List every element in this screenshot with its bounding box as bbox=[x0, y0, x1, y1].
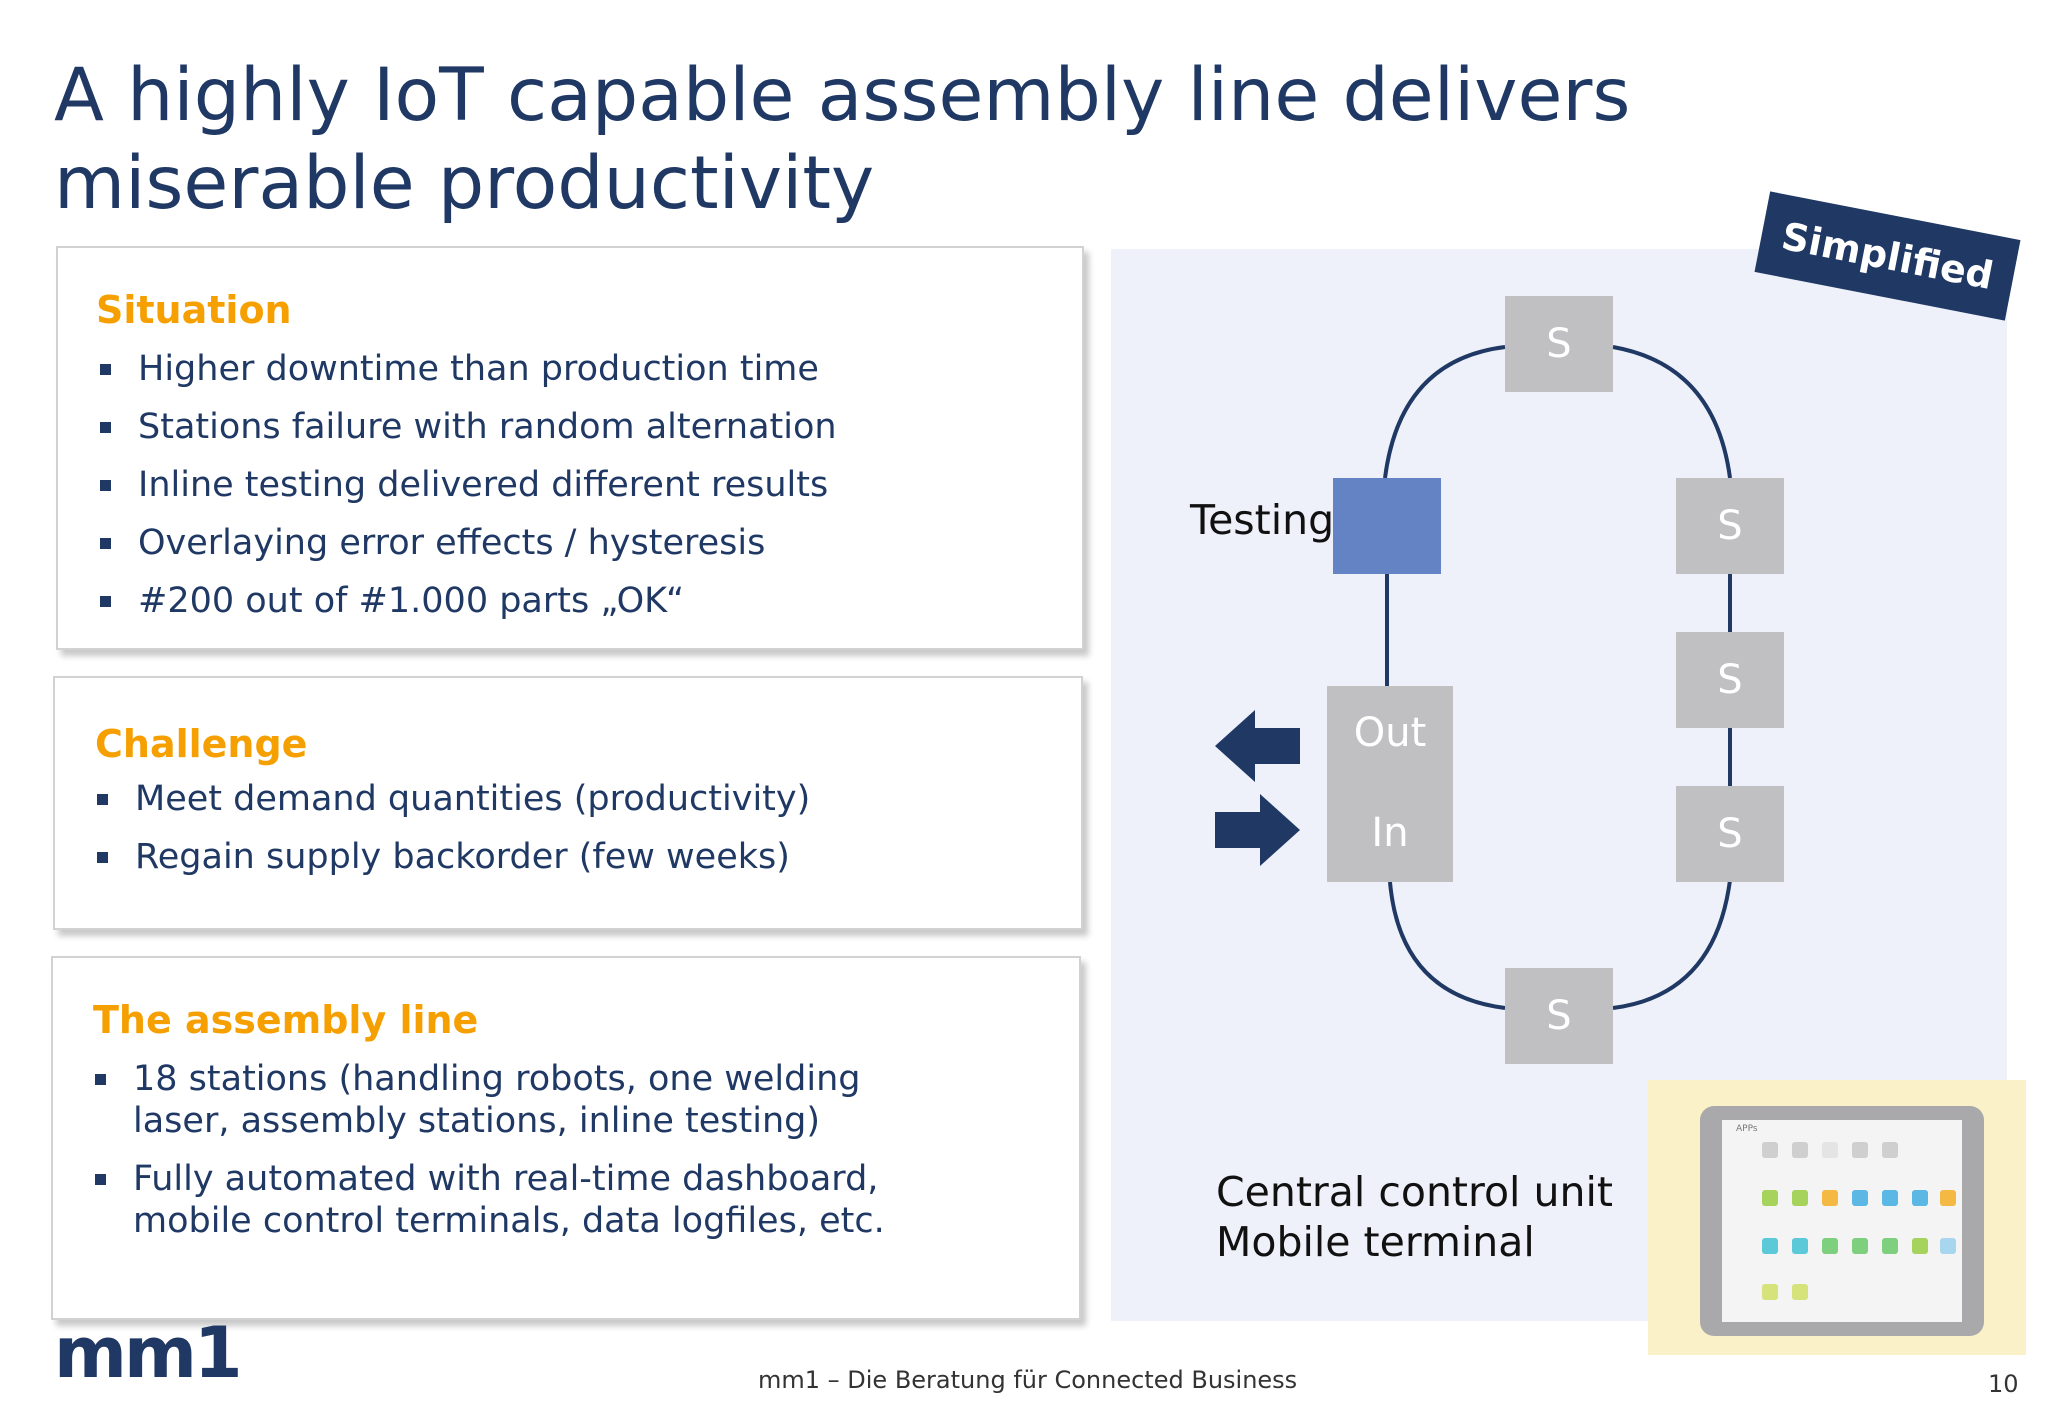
situation-box: Situation Higher downtime than productio… bbox=[56, 246, 1084, 650]
app-icon bbox=[1940, 1238, 1956, 1254]
testing-station bbox=[1333, 478, 1441, 574]
situation-list: Higher downtime than production time Sta… bbox=[100, 348, 1060, 638]
loop-line bbox=[1612, 879, 1732, 1010]
out-label: Out bbox=[1353, 710, 1427, 756]
station-box: S bbox=[1505, 296, 1613, 392]
tablet-image: APPs bbox=[1648, 1080, 2026, 1355]
station-box: S bbox=[1676, 786, 1784, 882]
bullet-icon bbox=[95, 1074, 106, 1085]
app-icon bbox=[1852, 1142, 1868, 1158]
challenge-box: Challenge Meet demand quantities (produc… bbox=[53, 676, 1083, 930]
app-icon bbox=[1940, 1190, 1956, 1206]
mobile-terminal-label: Mobile terminal bbox=[1216, 1218, 1535, 1266]
app-icon bbox=[1762, 1142, 1778, 1158]
list-item: #200 out of #1.000 parts „OK“ bbox=[100, 580, 1060, 622]
app-icon bbox=[1792, 1238, 1808, 1254]
bullet-icon bbox=[97, 794, 108, 805]
in-arrow-icon bbox=[1215, 794, 1300, 866]
bullet-icon bbox=[100, 480, 111, 491]
challenge-list: Meet demand quantities (productivity) Re… bbox=[97, 778, 1057, 894]
list-item: Inline testing delivered different resul… bbox=[100, 464, 1060, 506]
page-number: 10 bbox=[1988, 1370, 2019, 1398]
list-item: Overlaying error effects / hysteresis bbox=[100, 522, 1060, 564]
bullet-icon bbox=[100, 422, 111, 433]
app-icon bbox=[1762, 1284, 1778, 1300]
app-icon bbox=[1882, 1142, 1898, 1158]
app-icon bbox=[1882, 1190, 1898, 1206]
loop-line bbox=[1388, 881, 1506, 1010]
list-item: Meet demand quantities (productivity) bbox=[97, 778, 1057, 820]
situation-heading: Situation bbox=[96, 288, 292, 332]
in-label: In bbox=[1371, 810, 1409, 856]
loop-line bbox=[1612, 345, 1732, 479]
station-box: S bbox=[1505, 968, 1613, 1064]
app-icon bbox=[1762, 1238, 1778, 1254]
list-item: 18 stations (handling robots, one weldin… bbox=[95, 1058, 895, 1142]
app-icon bbox=[1822, 1142, 1838, 1158]
tablet-screen: APPs bbox=[1722, 1120, 1962, 1322]
assembly-box: The assembly line 18 stations (handling … bbox=[51, 956, 1081, 1320]
list-item: Higher downtime than production time bbox=[100, 348, 1060, 390]
list-item: Stations failure with random alternation bbox=[100, 406, 1060, 448]
list-item: Regain supply backorder (few weeks) bbox=[97, 836, 1057, 878]
assembly-heading: The assembly line bbox=[93, 998, 479, 1042]
bullet-icon bbox=[95, 1174, 106, 1185]
slide-title: A highly IoT capable assembly line deliv… bbox=[54, 53, 1631, 226]
app-icon bbox=[1822, 1190, 1838, 1206]
footer-tagline: mm1 – Die Beratung für Connected Busines… bbox=[758, 1366, 1298, 1394]
bullet-icon bbox=[100, 596, 111, 607]
bullet-icon bbox=[100, 538, 111, 549]
app-icon bbox=[1792, 1142, 1808, 1158]
in-out-station: Out In bbox=[1327, 686, 1453, 882]
assembly-list: 18 stations (handling robots, one weldin… bbox=[95, 1058, 895, 1258]
app-icon bbox=[1912, 1190, 1928, 1206]
app-icon bbox=[1852, 1190, 1868, 1206]
loop-line bbox=[1383, 345, 1506, 479]
list-item: Fully automated with real-time dashboard… bbox=[95, 1158, 895, 1242]
app-icon bbox=[1792, 1190, 1808, 1206]
station-box: S bbox=[1676, 632, 1784, 728]
challenge-heading: Challenge bbox=[95, 722, 308, 766]
tablet-icon: APPs bbox=[1700, 1106, 1984, 1336]
testing-label: Testing bbox=[1190, 496, 1335, 544]
bullet-icon bbox=[100, 364, 111, 375]
apps-label: APPs bbox=[1736, 1124, 1758, 1134]
app-icon bbox=[1882, 1238, 1898, 1254]
app-icon bbox=[1822, 1238, 1838, 1254]
station-box: S bbox=[1676, 478, 1784, 574]
bullet-icon bbox=[97, 852, 108, 863]
out-arrow-icon bbox=[1215, 710, 1300, 782]
app-icon bbox=[1762, 1190, 1778, 1206]
control-unit-label: Central control unit bbox=[1216, 1168, 1613, 1216]
app-icon bbox=[1792, 1284, 1808, 1300]
app-icon bbox=[1852, 1238, 1868, 1254]
app-icon bbox=[1912, 1238, 1928, 1254]
mm1-logo: mm1 bbox=[54, 1312, 243, 1394]
